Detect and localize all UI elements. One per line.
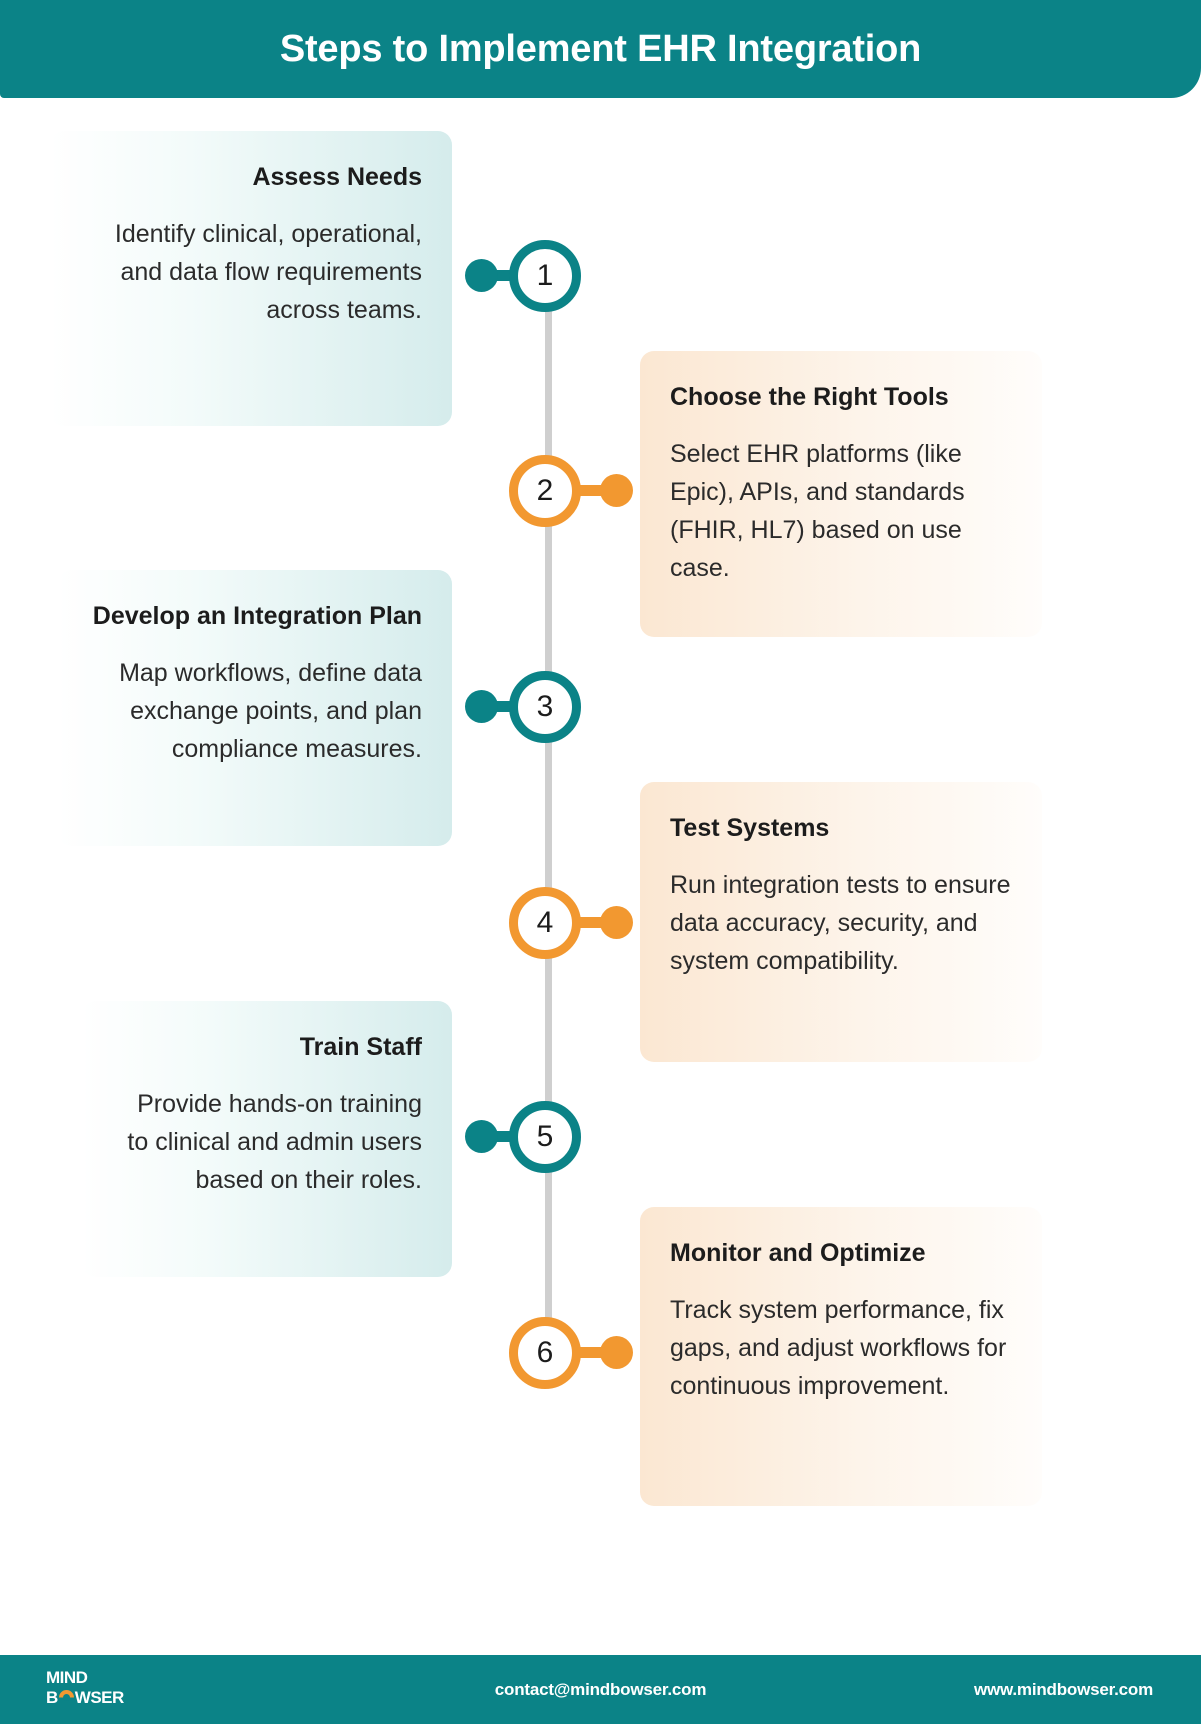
- step-body-5: Provide hands-on training to clinical an…: [127, 1089, 422, 1194]
- step-title-5: Train Staff: [299, 1033, 422, 1061]
- connector-stem-6: [578, 1347, 612, 1358]
- step-node-4[interactable]: 4: [509, 887, 581, 959]
- logo-text-bowser: B WSER: [46, 1689, 176, 1706]
- step-title-6: Monitor and Optimize: [670, 1239, 926, 1267]
- step-number-6: 6: [536, 1336, 554, 1369]
- connector-stem-3: [481, 701, 515, 712]
- connector-dot-3: [465, 690, 498, 723]
- step-node-6[interactable]: 6: [509, 1317, 581, 1389]
- step-number-5: 5: [536, 1120, 554, 1153]
- page-footer: MIND B WSER contact@mindbowser.com www.m…: [0, 1655, 1201, 1724]
- connector-dot-6: [600, 1336, 633, 1369]
- logo-circle-icon: [58, 1690, 74, 1705]
- step-card-1: Assess Needs Identify clinical, operatio…: [50, 131, 452, 426]
- step-body-4: Run integration tests to ensure data acc…: [670, 870, 1011, 975]
- step-card-2: Choose the Right Tools Select EHR platfo…: [640, 351, 1042, 637]
- logo-text-mind: MIND: [46, 1668, 88, 1687]
- mindbowser-logo[interactable]: MIND B WSER: [46, 1669, 176, 1706]
- step-title-3: Develop an Integration Plan: [92, 602, 422, 630]
- timeline-spine: [545, 275, 552, 1355]
- step-title-2: Choose the Right Tools: [670, 383, 949, 411]
- step-card-6: Monitor and Optimize Track system perfor…: [640, 1207, 1042, 1506]
- connector-stem-2: [578, 485, 612, 496]
- step-card-3: Develop an Integration Plan Map workflow…: [58, 570, 452, 846]
- step-node-5[interactable]: 5: [509, 1101, 581, 1173]
- step-title-4: Test Systems: [670, 814, 830, 842]
- logo-letters-wser: WSER: [74, 1688, 125, 1707]
- step-body-6: Track system performance, fix gaps, and …: [670, 1295, 1007, 1400]
- step-node-2[interactable]: 2: [509, 455, 581, 527]
- connector-dot-2: [600, 474, 633, 507]
- step-body-2: Select EHR platforms (like Epic), APIs, …: [670, 439, 965, 582]
- logo-letter-b: B: [46, 1688, 58, 1707]
- step-body-3: Map workflows, define data exchange poin…: [119, 658, 422, 763]
- footer-website[interactable]: www.mindbowser.com: [973, 1679, 1153, 1699]
- connector-dot-5: [465, 1120, 498, 1153]
- footer-email[interactable]: contact@mindbowser.com: [494, 1679, 707, 1699]
- step-card-5: Train Staff Provide hands-on training to…: [82, 1001, 452, 1277]
- step-number-3: 3: [536, 690, 554, 723]
- connector-dot-4: [600, 906, 633, 939]
- connector-dot-1: [465, 259, 498, 292]
- step-number-4: 4: [536, 906, 554, 939]
- step-title-1: Assess Needs: [252, 163, 422, 191]
- step-node-3[interactable]: 3: [509, 671, 581, 743]
- connector-stem-4: [578, 917, 612, 928]
- connector-stem-5: [481, 1131, 515, 1142]
- page-title: Steps to Implement EHR Integration: [279, 28, 922, 70]
- step-card-4: Test Systems Run integration tests to en…: [640, 782, 1042, 1062]
- connector-stem-1: [481, 270, 515, 281]
- step-body-1: Identify clinical, operational, and data…: [114, 219, 422, 324]
- page-header: Steps to Implement EHR Integration: [0, 0, 1201, 98]
- step-number-1: 1: [536, 259, 554, 292]
- step-number-2: 2: [536, 474, 554, 507]
- step-node-1[interactable]: 1: [509, 240, 581, 312]
